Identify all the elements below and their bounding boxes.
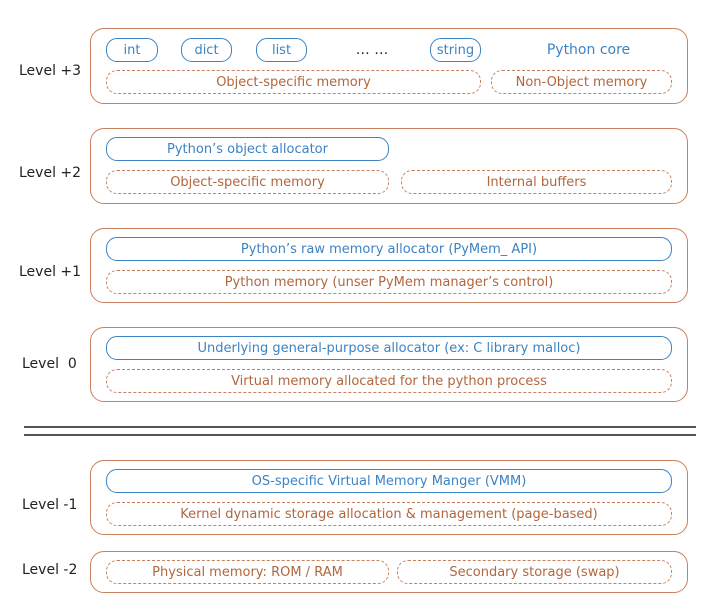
type-pill-list: list xyxy=(256,38,307,62)
type-pill-string: string xyxy=(430,38,481,62)
raw-memory-allocator-pill: Python’s raw memory allocator (PyMem_ AP… xyxy=(106,237,672,261)
vmm-pill: OS-specific Virtual Memory Manger (VMM) xyxy=(106,469,672,493)
level-plus3-label: Level +3 xyxy=(19,63,82,79)
level-minus1-box: OS-specific Virtual Memory Manger (VMM) … xyxy=(90,460,688,535)
non-object-memory-pill: Non-Object memory xyxy=(491,70,672,94)
physical-memory-pill: Physical memory: ROM / RAM xyxy=(106,560,389,584)
level-minus1-label: Level -1 xyxy=(22,497,78,513)
level-minus2-box: Physical memory: ROM / RAM Secondary sto… xyxy=(90,551,688,593)
level-0-box: Underlying general-purpose allocator (ex… xyxy=(90,327,688,402)
object-allocator-pill: Python’s object allocator xyxy=(106,137,389,161)
level-plus1-box: Python’s raw memory allocator (PyMem_ AP… xyxy=(90,228,688,303)
virtual-memory-pill: Virtual memory allocated for the python … xyxy=(106,369,672,393)
level-minus2-label: Level -2 xyxy=(22,562,78,578)
object-specific-memory-pill: Object-specific memory xyxy=(106,170,389,194)
general-purpose-allocator-pill: Underlying general-purpose allocator (ex… xyxy=(106,336,672,360)
internal-buffers-pill: Internal buffers xyxy=(401,170,672,194)
python-core-label: Python core xyxy=(546,42,631,58)
type-pill-dict: dict xyxy=(181,38,232,62)
os-boundary-divider-bottom xyxy=(24,434,696,436)
type-ellipsis: … … xyxy=(355,42,389,58)
level-plus2-box: Python’s object allocator Object-specifi… xyxy=(90,128,688,204)
object-specific-memory-pill: Object-specific memory xyxy=(106,70,481,94)
secondary-storage-pill: Secondary storage (swap) xyxy=(397,560,672,584)
python-memory-pill: Python memory (unser PyMem manager’s con… xyxy=(106,270,672,294)
level-plus3-box: int dict list … … string Python core Obj… xyxy=(90,28,688,104)
kernel-storage-pill: Kernel dynamic storage allocation & mana… xyxy=(106,502,672,526)
level-0-label: Level 0 xyxy=(22,356,77,372)
level-plus1-label: Level +1 xyxy=(19,264,82,280)
type-pill-int: int xyxy=(106,38,158,62)
os-boundary-divider-top xyxy=(24,426,696,428)
level-plus2-label: Level +2 xyxy=(19,165,82,181)
